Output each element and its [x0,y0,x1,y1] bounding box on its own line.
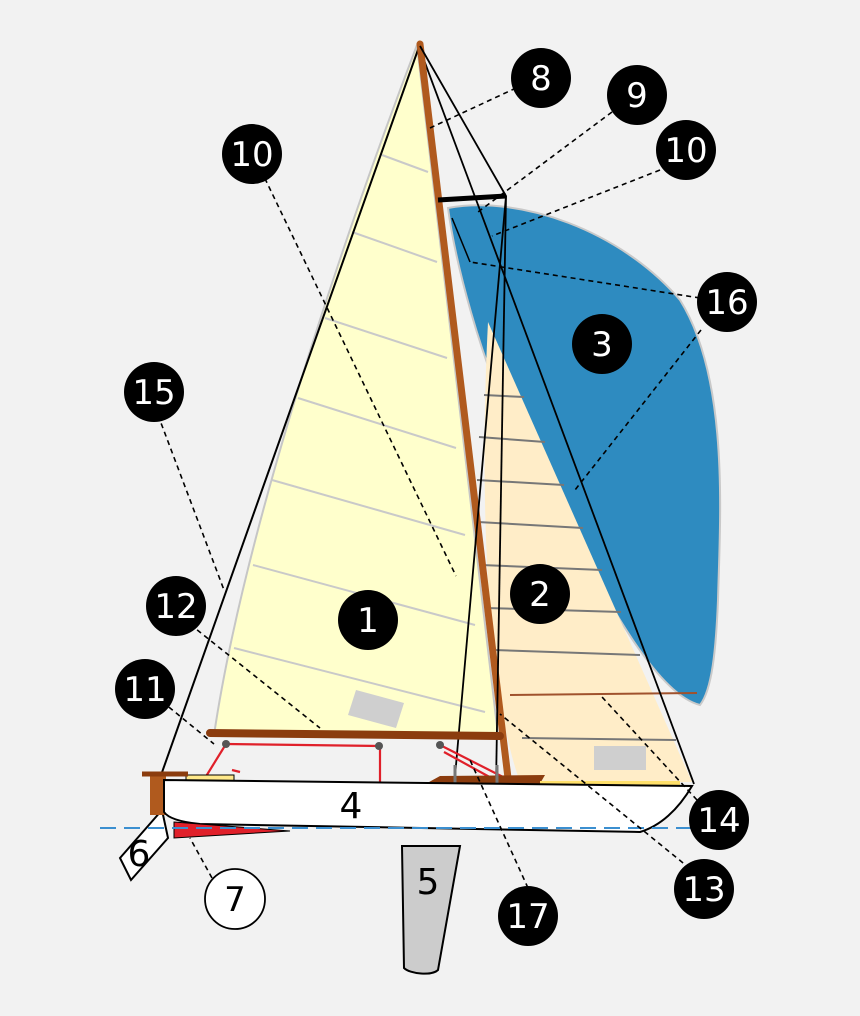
marker-13: 13 [674,859,734,919]
marker-16-label: 16 [705,283,748,323]
marker-10-mainsail: 10 [222,124,282,184]
marker-17-label: 17 [506,897,549,937]
marker-12: 12 [146,576,206,636]
forestay [417,43,695,785]
marker-6-label: 6 [128,834,151,875]
marker-7-label: 7 [224,880,246,920]
marker-3-label: 3 [591,325,613,365]
jib-window [594,746,646,770]
marker-16: 16 [697,272,757,332]
red-stern-fitting [173,821,291,839]
leader-lines [147,87,705,889]
spinnaker-halyard [451,217,471,263]
keel [400,845,462,975]
marker-2-label: 2 [529,575,551,615]
marker-8: 8 [511,48,571,108]
marker-9: 9 [607,65,667,125]
marker-15-label: 15 [132,373,175,413]
marker-12-label: 12 [154,587,197,627]
marker-9-label: 9 [626,76,648,116]
marker-10-spreader: 10 [656,120,716,180]
marker-13-label: 13 [682,870,725,910]
rudder-stock [150,775,166,815]
marker-1-label: 1 [357,601,379,641]
mainsail [212,44,500,736]
mast [416,40,512,782]
marker-17: 17 [498,886,558,946]
backstay [159,43,421,779]
marker-10-spreader-label: 10 [664,131,707,171]
marker-3: 3 [572,314,632,374]
marker-8-label: 8 [530,59,552,99]
mainsheet-block-2 [375,742,383,750]
hull [163,778,694,834]
marker-4-label: 4 [340,786,363,827]
marker-14: 14 [689,790,749,850]
marker-11: 11 [115,659,175,719]
marker-15: 15 [124,362,184,422]
marker-2: 2 [510,564,570,624]
marker-14-label: 14 [697,801,740,841]
mainsail-window [348,690,404,728]
marker-5-label: 5 [417,862,440,903]
shrouds [419,45,507,789]
mainsheet-block-1 [222,740,230,748]
marker-1: 1 [338,590,398,650]
bow-fitting [540,781,680,787]
jib-sail [484,322,692,782]
marker-7: 7 [204,868,266,930]
boom [206,729,504,740]
marker-11-label: 11 [123,670,166,710]
marker-10-mainsail-label: 10 [230,135,273,175]
vang-block [436,741,444,749]
